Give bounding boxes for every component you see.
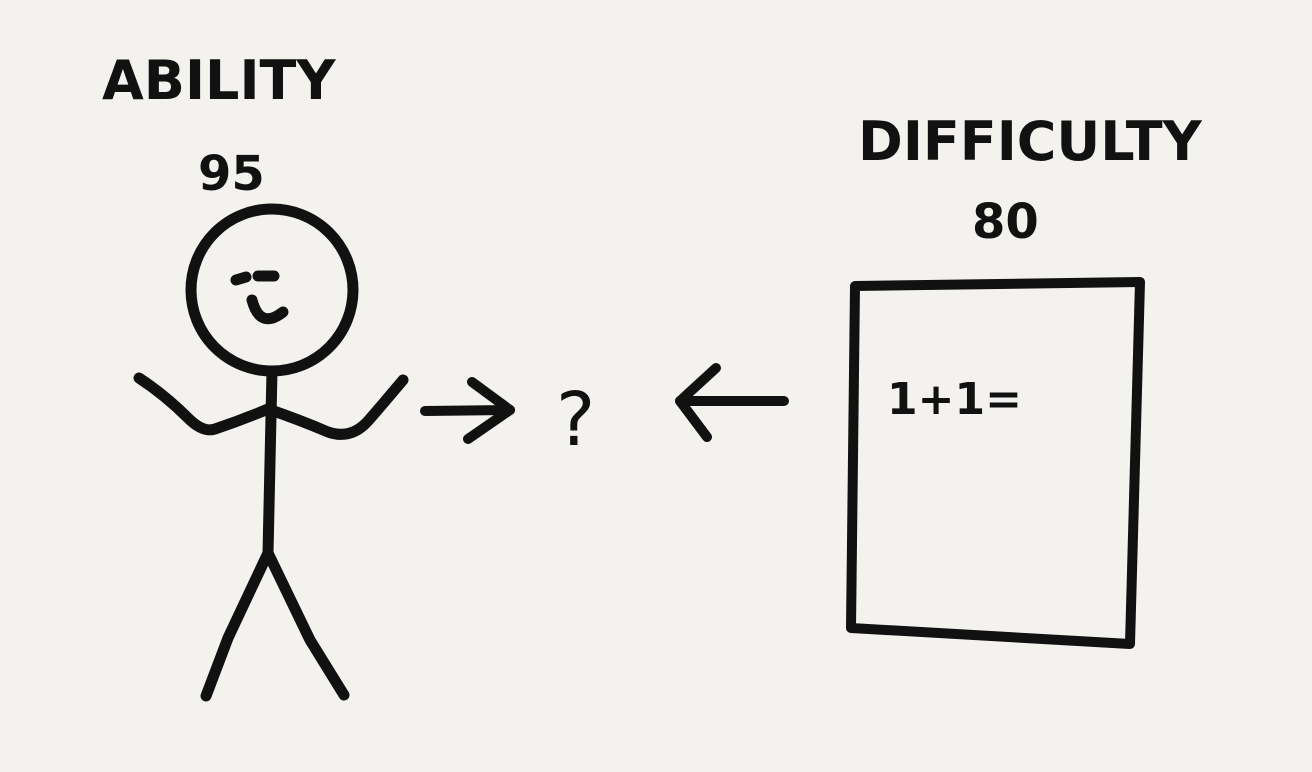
stick-figure-arms [133,372,409,440]
difficulty-value: 80 [972,194,1039,250]
question-formula: 1+1= [887,374,1022,425]
stick-figure-left-leg [200,547,274,702]
ability-label: ABILITY [102,49,336,112]
ability-value: 95 [198,146,265,202]
question-card-outline [846,277,1145,649]
stick-figure-eyes [230,270,280,286]
stick-figure-body [262,365,278,559]
question-mark: ? [556,377,595,463]
right-arrow-icon [675,363,789,442]
stick-figure-smile [246,294,289,325]
question-card [846,277,1145,649]
difficulty-label: DIFFICULTY [858,110,1203,173]
stick-figure [133,203,409,702]
stick-figure-right-leg [262,547,350,701]
left-arrow-icon [420,377,515,444]
